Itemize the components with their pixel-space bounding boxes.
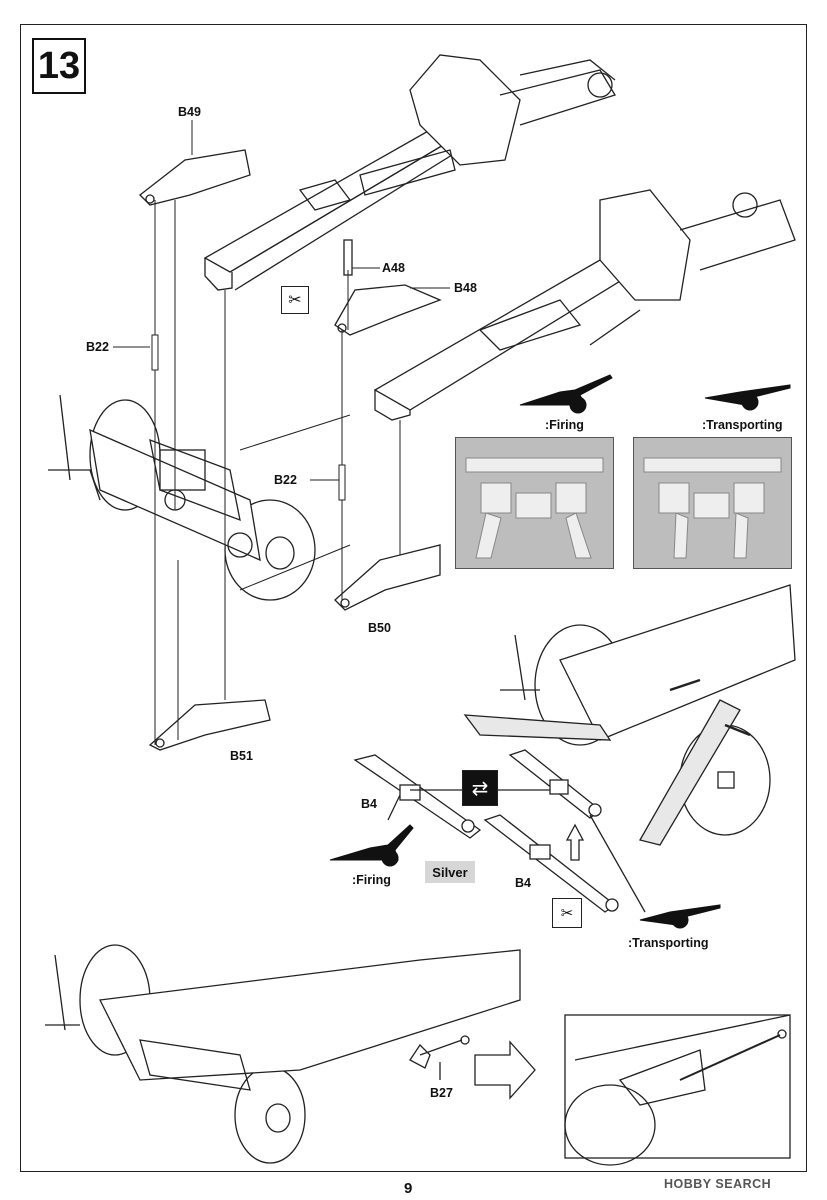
photo-transporting-position [633,437,792,569]
guide-lines [113,120,450,745]
gun-firing-silhouette-icon [519,374,613,414]
caption-firing-bottom: :Firing [352,873,391,887]
arrow-right-icon [474,1040,536,1100]
gun-firing-silhouette-icon [329,824,414,867]
cut-part-icon: ✂ [281,286,309,314]
step-number: 13 [32,38,86,94]
chassis-closeup-middle [463,584,796,846]
label-b22-mid: B22 [274,473,297,487]
caption-transporting-bottom: :Transporting [628,936,709,950]
watermark: HOBBY SEARCH [664,1177,772,1191]
page-number: 9 [404,1180,413,1197]
gun-transporting-silhouette-icon [704,384,791,411]
photo-firing-position [455,437,614,569]
label-b50: B50 [368,621,391,635]
label-b27: B27 [430,1086,453,1100]
caption-firing-top: :Firing [545,418,584,432]
paint-color-silver: Silver [425,861,475,883]
label-b4-left: B4 [361,797,377,811]
gun-transporting-silhouette-icon [639,904,721,929]
label-a48: A48 [382,261,405,275]
label-b22-top: B22 [86,340,109,354]
page-frame [20,24,807,1172]
trail-leg-right [373,189,796,421]
swap-position-icon: ⇄ [462,770,498,806]
detail-closeup [564,1014,791,1166]
up-arrow [565,823,585,861]
carriage-bottom [45,944,521,1164]
label-b51: B51 [230,749,253,763]
label-b48: B48 [454,281,477,295]
label-b4-right: B4 [515,876,531,890]
trail-leg-upper [203,54,616,291]
caption-transporting-top: :Transporting [702,418,783,432]
part-shapes [139,149,442,751]
label-b49: B49 [178,105,201,119]
cut-pliers-icon: ✂ [552,898,582,928]
rods-b4 [353,749,646,913]
